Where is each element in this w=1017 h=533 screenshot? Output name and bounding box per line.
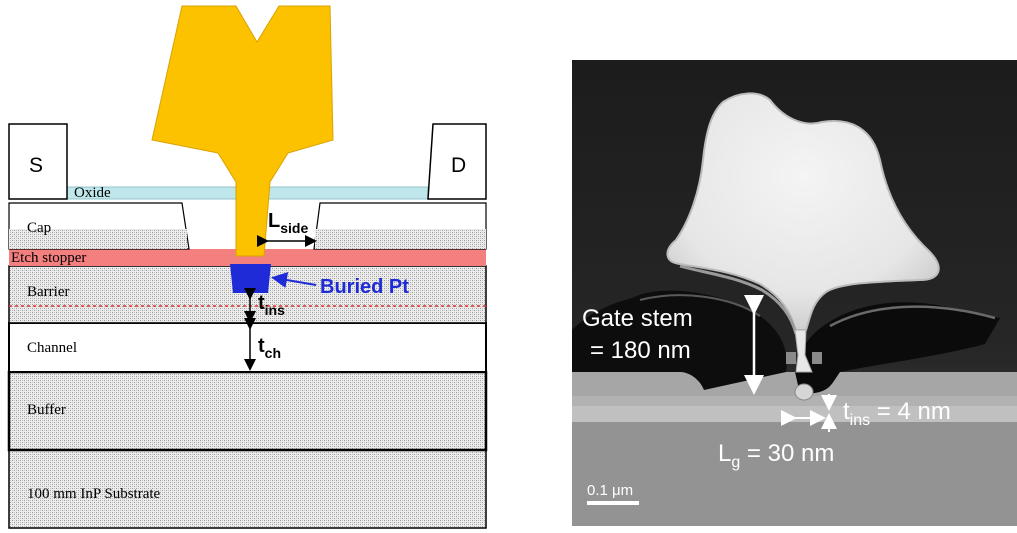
lg-value-label: Lg = 30 nm (718, 440, 834, 471)
device-schematic: S D Oxide Cap Etch stopper Barrier Chann… (7, 5, 488, 529)
sem-left-cavity (572, 290, 787, 390)
etch-stopper-layer (9, 249, 486, 266)
etch-stopper-label: Etch stopper (11, 250, 86, 266)
gate-metal (151, 5, 334, 257)
t-ins-value-label: tins = 4 nm (843, 398, 951, 429)
sem-image: Gate stem = 180 nm tins = 4 nm Lg = 30 n… (572, 60, 1017, 526)
sem-stem-side-right (812, 352, 822, 364)
substrate-layer (8, 449, 487, 529)
t-ch-label: tch (258, 335, 281, 361)
sem-stem-side-left (786, 352, 796, 364)
source-contact (8, 123, 68, 200)
cap-left-stipple (9, 229, 187, 249)
gate-stem-label-line1: Gate stem (582, 305, 693, 332)
sem-gate-stem (794, 329, 813, 373)
substrate-label: 100 mm InP Substrate (27, 486, 161, 502)
buried-pt-arrow (271, 272, 317, 288)
sem-right-cavity-edge (829, 305, 996, 328)
t-ins-label: tins (258, 292, 285, 318)
cap-label: Cap (27, 220, 51, 236)
drain-contact (427, 123, 487, 200)
sem-layer-band-4 (572, 422, 1017, 526)
buried-pt (230, 264, 271, 293)
source-label: S (29, 154, 43, 177)
buffer-layer (7, 370, 488, 452)
sem-buried-pt (794, 383, 814, 401)
channel-layer (8, 322, 487, 373)
channel-label: Channel (27, 340, 77, 356)
buffer-label: Buffer (27, 402, 66, 418)
sem-gate-outline (679, 264, 798, 335)
drain-label: D (451, 154, 466, 177)
sem-right-cavity (795, 302, 1000, 394)
oxide-label: Oxide (74, 185, 111, 201)
sem-layer-band-2 (572, 396, 1017, 406)
sem-layer-band-1 (572, 372, 1017, 396)
scale-bar (587, 501, 639, 505)
sem-gate-head (666, 92, 940, 331)
l-side-label: Lside (268, 210, 308, 236)
barrier-label: Barrier (27, 284, 69, 300)
buried-pt-label: Buried Pt (320, 276, 409, 298)
scale-bar-label: 0.1 μm (587, 482, 633, 499)
gate-stem-label-line2: = 180 nm (590, 337, 691, 364)
cap-right-stipple (315, 229, 486, 249)
